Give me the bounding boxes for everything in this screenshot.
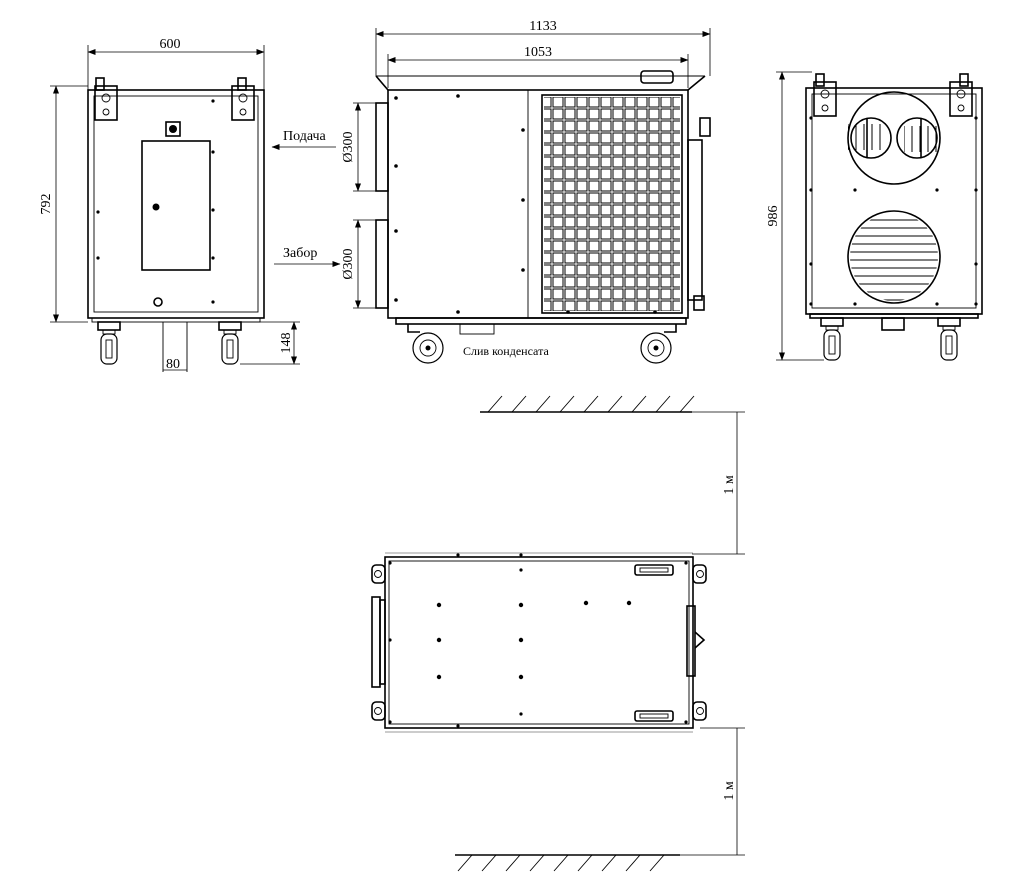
dim-clearance-top: 1 м [722, 475, 737, 495]
dim-body-length: 1053 [524, 45, 552, 60]
clearance-bottom: 1 м [650, 727, 745, 856]
label-intake: Забор [283, 246, 317, 261]
main-switch [165, 121, 181, 137]
back-view [805, 73, 983, 361]
supply-vent-left [848, 117, 892, 159]
back-lifting-lug-left [813, 73, 837, 117]
clearance-top: 1 м [692, 411, 745, 555]
side-dimensions: 1133 1053 Ø300 Ø300 Подача Забор Слив ко… [271, 19, 711, 358]
dim-intake-diameter: Ø300 [341, 248, 356, 279]
dim-clearance-bottom: 1 м [722, 781, 737, 801]
top-view [371, 552, 707, 733]
top-handle-upper [634, 564, 674, 576]
back-drain-port [881, 317, 905, 331]
intake-grille [847, 210, 941, 304]
top-wall [480, 395, 695, 413]
side-wheel-left [407, 324, 444, 364]
supply-vent-right [896, 117, 940, 159]
dim-drain-width: 80 [166, 357, 180, 372]
top-duct-face [371, 596, 381, 688]
top-lug-tl [371, 564, 386, 584]
control-panel-door [141, 140, 211, 271]
condenser-grille [541, 94, 683, 314]
supply-duct [375, 102, 389, 192]
top-handle-lower [634, 710, 674, 722]
top-handle [640, 70, 674, 84]
front-body-inner [93, 95, 259, 313]
dim-front-height: 792 [39, 194, 54, 215]
front-caster-right [218, 321, 242, 365]
dim-wheel-height: 148 [279, 333, 294, 354]
label-supply: Подача [283, 129, 327, 144]
bottom-wall [455, 854, 680, 872]
lifting-lug-right [231, 77, 255, 121]
front-body [87, 89, 265, 319]
side-wheel-right [640, 324, 677, 364]
front-view [87, 77, 265, 372]
lifting-lug-left [94, 77, 118, 121]
front-caster-left [97, 321, 121, 365]
condensate-drain-port [459, 323, 495, 335]
back-caster-right [937, 317, 961, 361]
front-dimensions: 600 792 148 80 [39, 37, 300, 372]
top-lug-br [692, 701, 707, 721]
top-lug-bl [371, 701, 386, 721]
front-drain-port [153, 297, 163, 307]
back-caster-left [820, 317, 844, 361]
dim-overall-length: 1133 [529, 19, 556, 34]
top-body [384, 556, 694, 729]
top-lug-tr [692, 564, 707, 584]
dim-back-height: 986 [766, 206, 781, 227]
back-lifting-lug-right [949, 73, 973, 117]
side-view [375, 70, 711, 364]
label-condensate-drain: Слив конденсата [463, 344, 549, 358]
dim-supply-diameter: Ø300 [341, 131, 356, 162]
dim-front-width: 600 [160, 37, 181, 52]
intake-duct [375, 219, 389, 309]
back-dimensions: 986 [766, 71, 824, 361]
